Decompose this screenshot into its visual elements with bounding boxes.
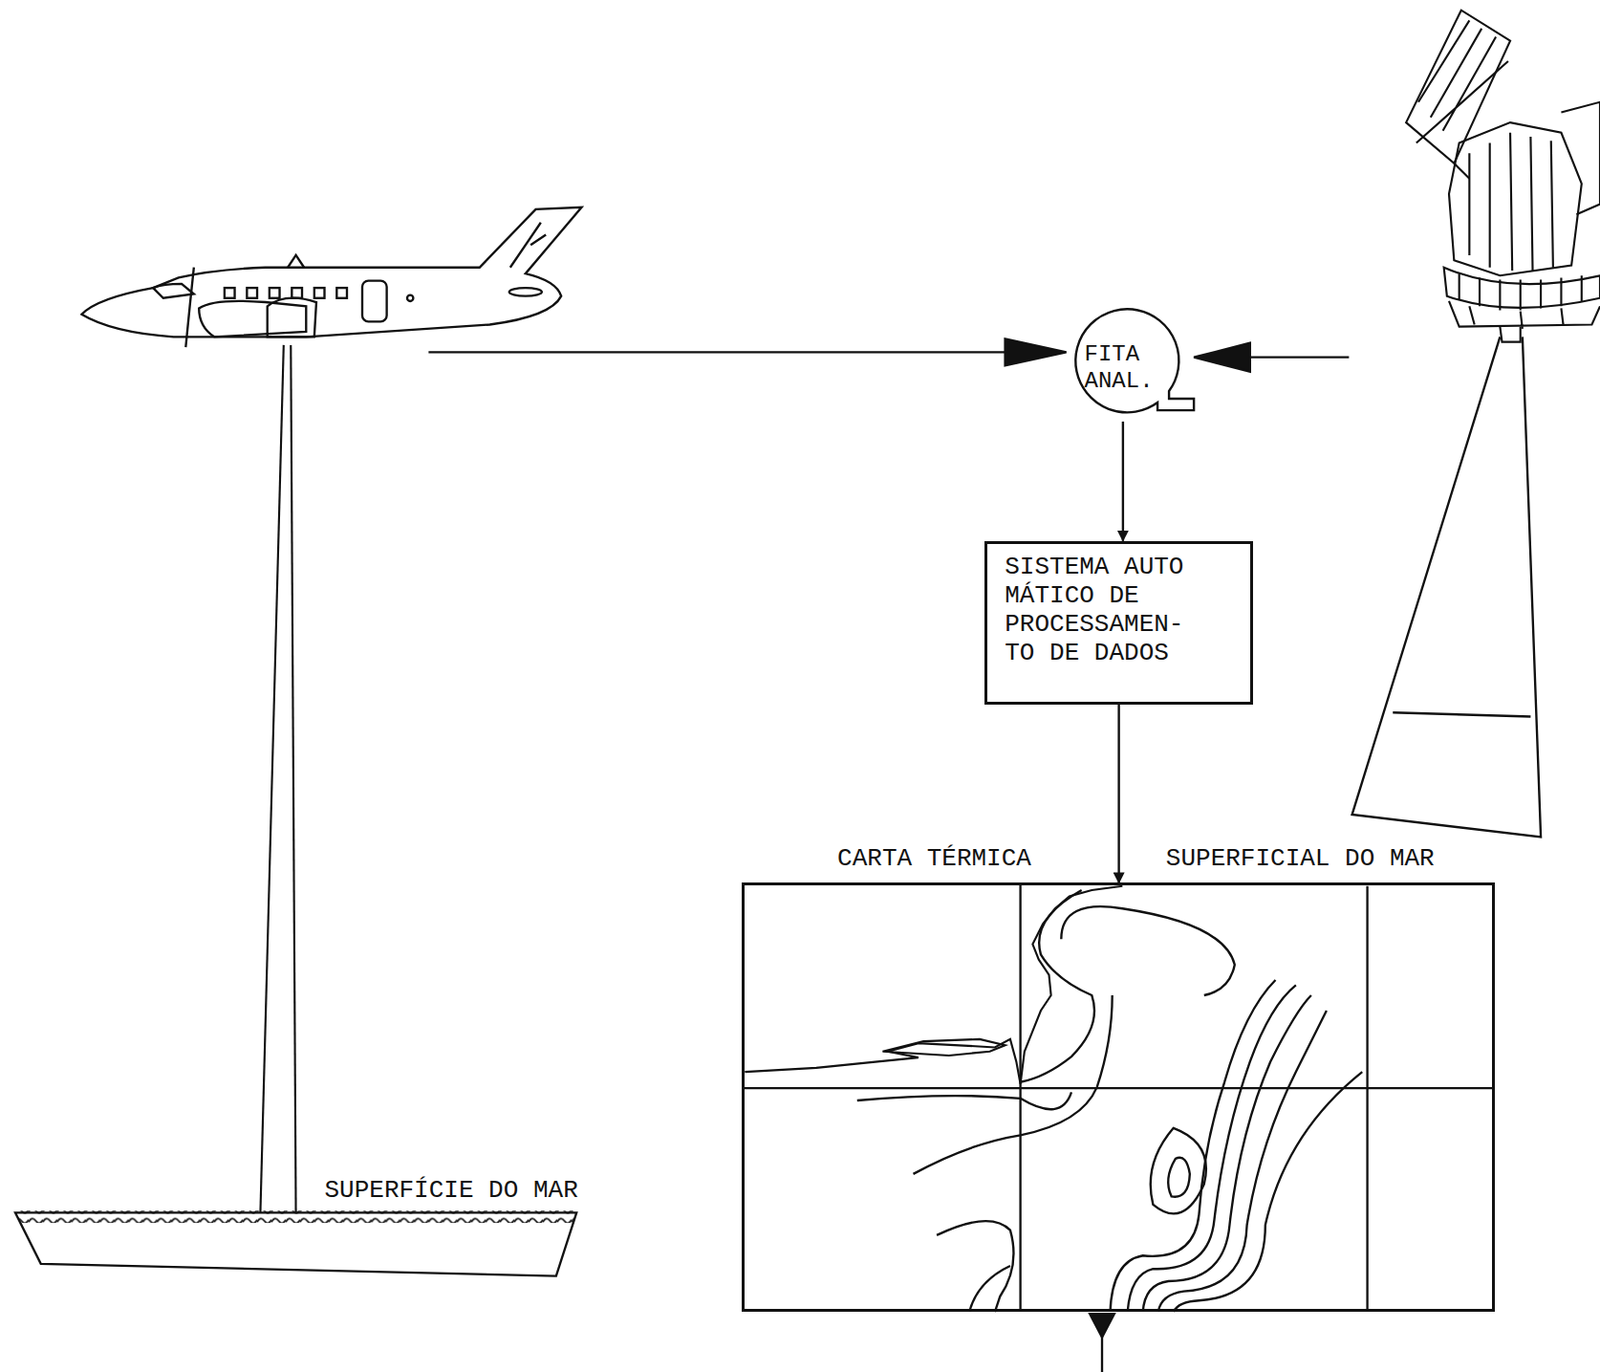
flow-arrow: [1122, 421, 1125, 541]
isotherm: [1020, 889, 1095, 1082]
node-text: SISTEMA AUTO MÁTICO DE PROCESSAMEN- TO D…: [1004, 553, 1187, 669]
airplane: [246, 287, 258, 299]
surface-label: SUPERFÍCIE DO MAR: [324, 1175, 578, 1205]
satellite: [1459, 273, 1582, 310]
data-link: [428, 338, 1349, 371]
sensor-beam: [259, 345, 296, 1219]
sea-surface: [15, 1210, 577, 1276]
data-link: [1005, 338, 1067, 366]
sensor-beam: [290, 345, 296, 1219]
isotherm: [1173, 1071, 1363, 1312]
satellite: [1560, 102, 1600, 215]
airplane: [185, 267, 195, 347]
isotherm: [936, 1220, 1014, 1312]
airplane: [267, 298, 317, 338]
airplane: [287, 255, 304, 268]
satellite: [1469, 132, 1554, 272]
node-text: FITA ANAL.: [1084, 341, 1163, 394]
sea-surface: [18, 1210, 575, 1223]
chart-heading: SUPERFICIAL DO MAR: [1163, 844, 1438, 874]
coastline: [744, 886, 1123, 1084]
airplane: [269, 287, 281, 299]
coastline: [882, 1038, 1005, 1056]
chart-grid: [1365, 886, 1368, 1312]
airplane: [314, 287, 325, 299]
satellite: [1453, 163, 1470, 179]
airplane: [152, 283, 195, 299]
data-link: [428, 350, 1011, 353]
airplane: [291, 287, 303, 299]
airplane: [362, 281, 388, 323]
airplane: [81, 207, 582, 338]
airplane: [336, 287, 347, 299]
isotherm: [1167, 1157, 1190, 1197]
isotherm: [1150, 1127, 1207, 1214]
process-box: SISTEMA AUTO MÁTICO DE PROCESSAMEN- TO D…: [984, 540, 1254, 705]
data-link: [1193, 343, 1251, 372]
airplane: [224, 287, 236, 299]
satellite: [1416, 20, 1509, 143]
isotherm: [1143, 994, 1312, 1312]
thermal-chart: CARTA TÉRMICASUPERFICIAL DO MAR: [741, 882, 1495, 1311]
satellite: [1499, 326, 1520, 343]
chart-heading: CARTA TÉRMICA: [834, 844, 1035, 874]
isotherm: [857, 889, 1363, 1312]
isotherm: [1127, 984, 1297, 1312]
satellite: [1448, 301, 1600, 329]
airplane: [510, 222, 546, 268]
airplane: [407, 295, 413, 302]
output-arrow: [1089, 1313, 1115, 1338]
chart-grid: [741, 1086, 1495, 1089]
satellite: [1405, 10, 1511, 164]
chart-grid: [741, 883, 1495, 1312]
isotherm: [857, 1091, 1072, 1109]
data-link: [1239, 356, 1349, 359]
airplane: [198, 301, 306, 338]
reel-outline: [1075, 308, 1194, 412]
sensor-beam: [259, 345, 284, 1219]
coastline: [744, 886, 1123, 1084]
sensor-beam: [1392, 712, 1531, 716]
sensor-beam: [1352, 336, 1542, 837]
airplane: [81, 207, 582, 347]
sensor-beam: [1352, 336, 1542, 837]
tape-reel: FITA ANAL.: [1069, 314, 1177, 422]
isotherm: [969, 1265, 1011, 1312]
isotherm: [1060, 906, 1234, 995]
satellite: [1444, 267, 1600, 308]
satellite: [1405, 10, 1600, 343]
isotherm: [1158, 1010, 1327, 1312]
airplane: [509, 287, 542, 297]
flow-arrow: [1117, 704, 1120, 884]
satellite: [1448, 122, 1582, 276]
output-arrow: [1089, 1313, 1115, 1372]
isotherm: [1110, 979, 1276, 1312]
isotherm: [913, 994, 1113, 1174]
